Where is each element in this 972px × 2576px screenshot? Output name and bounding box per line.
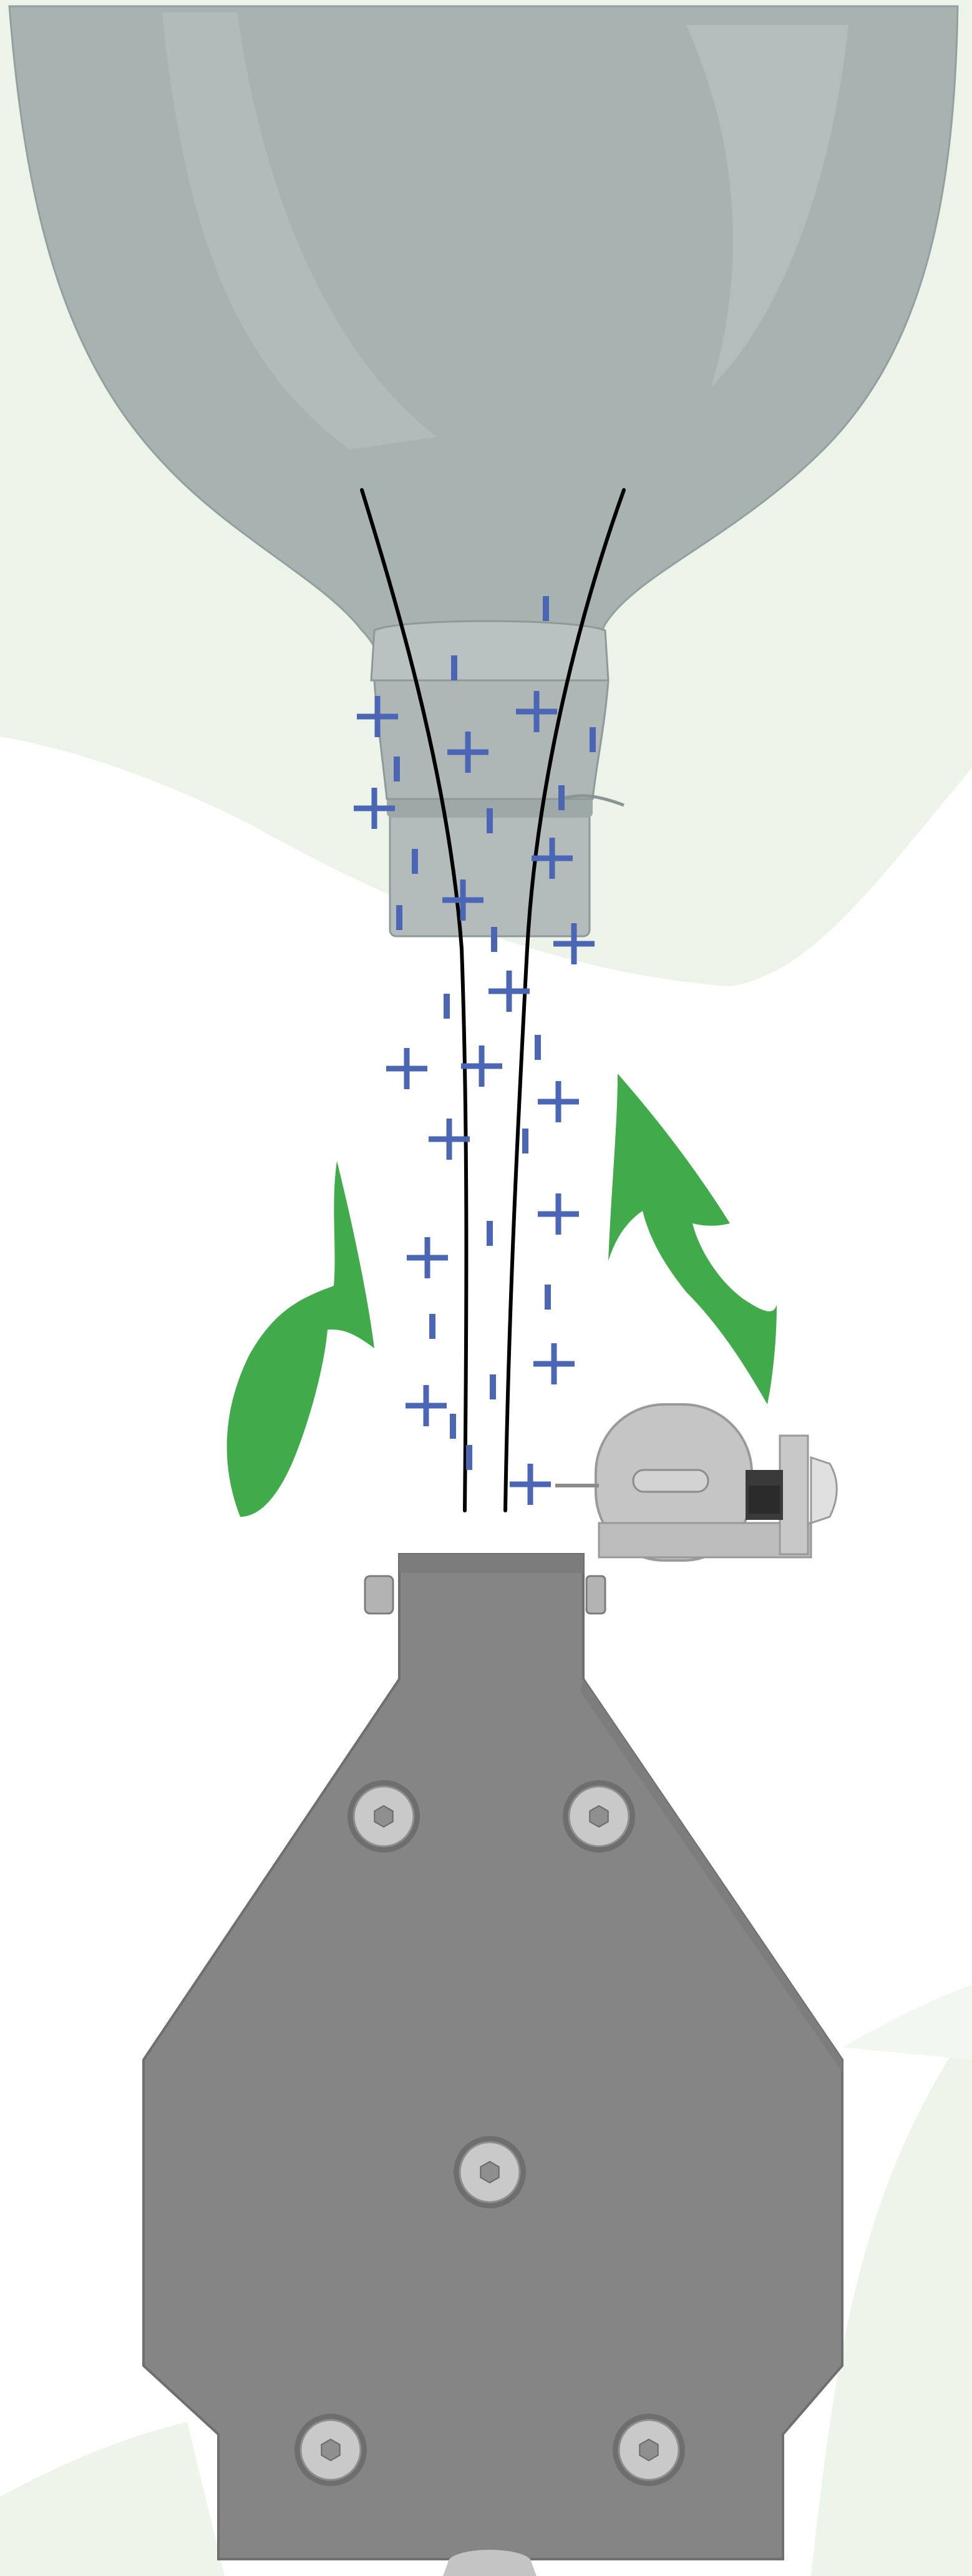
negative-charge-icon bbox=[487, 1221, 493, 1246]
bolt-icon bbox=[347, 1780, 420, 1853]
negative-charge-icon bbox=[522, 1129, 528, 1153]
negative-charge-icon bbox=[429, 1314, 435, 1339]
housing-side-pin-left bbox=[365, 1576, 393, 1614]
ionizer-slot bbox=[633, 1470, 708, 1492]
negative-charge-icon bbox=[545, 1285, 551, 1310]
negative-charge-icon bbox=[412, 849, 418, 874]
negative-charge-icon bbox=[543, 596, 549, 621]
negative-charge-icon bbox=[535, 1035, 541, 1060]
negative-charge-icon bbox=[444, 994, 450, 1019]
housing-top-shade bbox=[399, 1554, 583, 1573]
bolt-icon bbox=[563, 1780, 635, 1853]
negative-charge-icon bbox=[396, 905, 402, 930]
ionizer-bracket-plate bbox=[780, 1436, 808, 1554]
negative-charge-icon bbox=[394, 757, 400, 781]
negative-charge-icon bbox=[558, 785, 565, 810]
negative-charge-icon bbox=[451, 655, 457, 680]
housing-side-pin-right bbox=[586, 1576, 605, 1614]
negative-charge-icon bbox=[590, 727, 596, 752]
negative-charge-icon bbox=[491, 927, 497, 952]
bolt-icon bbox=[294, 2414, 367, 2486]
ionizer-nut bbox=[749, 1486, 780, 1514]
bolt-icon bbox=[613, 2414, 685, 2486]
negative-charge-icon bbox=[487, 808, 493, 833]
funnel-neck bbox=[374, 680, 608, 799]
negative-charge-icon bbox=[466, 1445, 472, 1470]
negative-charge-icon bbox=[490, 1374, 496, 1399]
negative-charge-icon bbox=[450, 1414, 456, 1439]
bolt-icon bbox=[454, 2136, 526, 2208]
